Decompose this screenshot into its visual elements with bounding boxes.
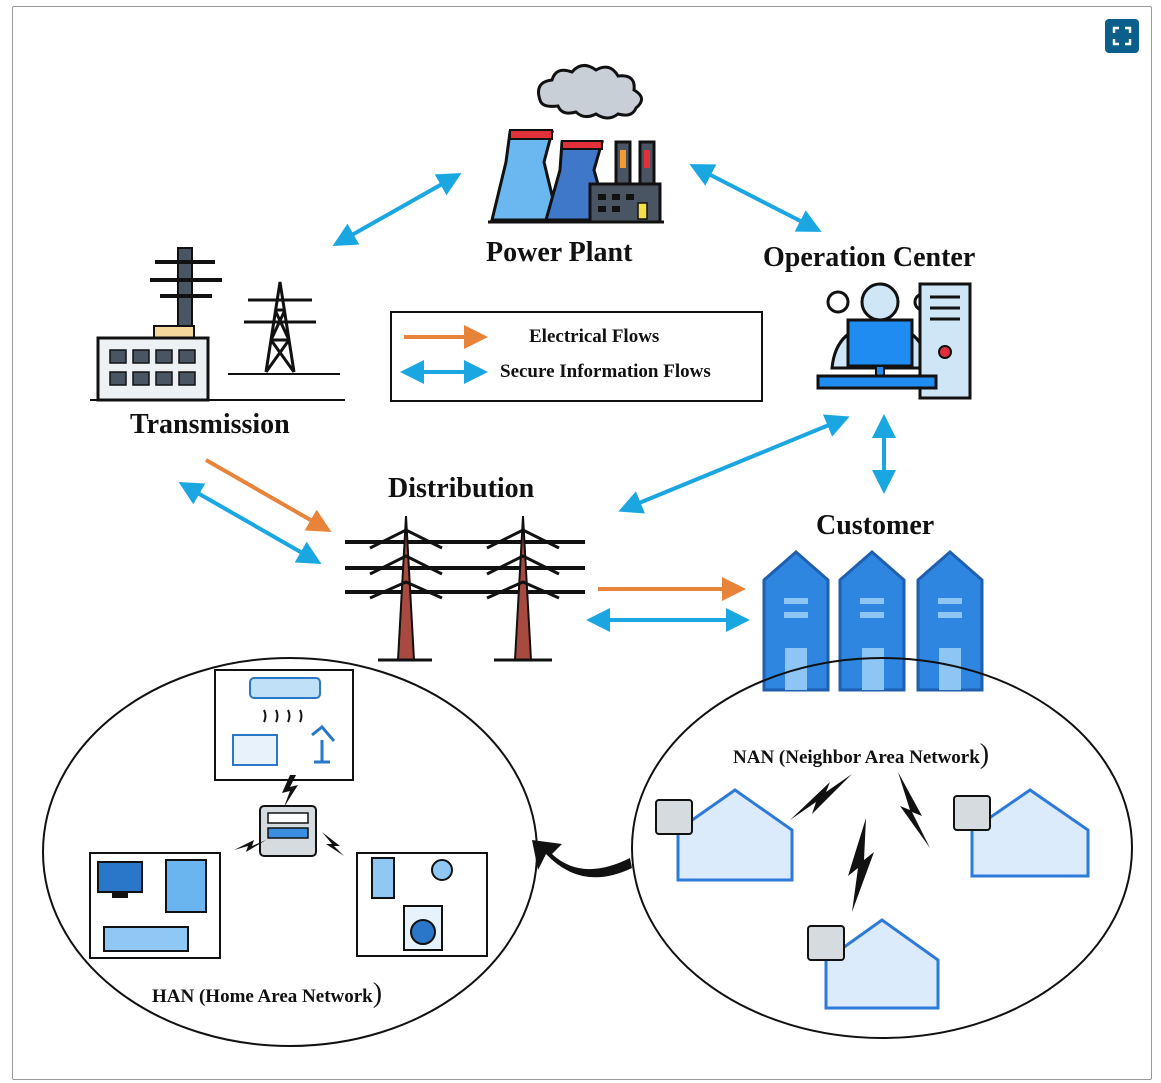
legend-secure-label: Secure Information Flows [500,361,711,382]
distribution-label: Distribution [388,473,535,504]
customer-label: Customer [816,510,935,541]
han-appliance-box [214,669,354,781]
nan-label: NAN (Neighbor Area Network) [733,739,990,770]
buildings-icon [762,550,984,692]
power-plant-label: Power Plant [486,237,633,268]
legend-box [390,311,763,402]
operation-center-label: Operation Center [763,242,976,273]
nan-wireless-icons [790,772,930,912]
information-flow-arrows [178,164,896,632]
han-wireless-icons [234,775,344,856]
expand-icon [1112,26,1132,46]
nan-circle [631,657,1133,1039]
factory-icon [488,64,664,224]
electrical-flow-arrows [205,458,746,601]
utility-poles-icon [345,515,585,662]
operator-computer-icon [816,282,972,400]
nan-meters [655,795,991,961]
han-nan-link-arrow [532,840,632,878]
smart-meter-icon [259,805,317,857]
expand-button[interactable] [1105,19,1139,53]
legend-electrical-label: Electrical Flows [529,326,660,347]
nan-houses [676,788,1090,1010]
transmission-label: Transmission [130,409,290,440]
han-label: HAN (Home Area Network) [152,978,383,1009]
substation-tower-icon [90,247,345,402]
han-computer-box [89,852,221,959]
han-laundry-box [356,852,488,957]
